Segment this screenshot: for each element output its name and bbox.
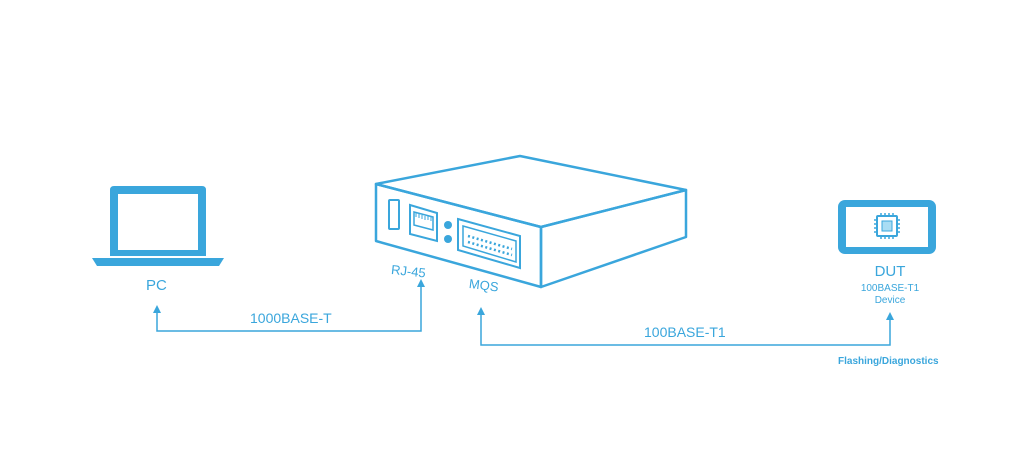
link-pc-rj45 <box>156 286 422 332</box>
link-mqs-dut <box>480 314 891 346</box>
dut-title: DUT <box>874 263 906 280</box>
rj45-port-icon <box>409 203 438 243</box>
gateway-box-icon <box>374 154 688 289</box>
pc-label: PC <box>146 277 167 294</box>
laptop-icon <box>92 186 224 266</box>
link-mqs-dut-label: 100BASE-T1 <box>644 324 726 340</box>
arrow-up-icon <box>153 279 425 313</box>
dut-subtitle-line1: 100BASE-T1 <box>860 283 920 294</box>
led-indicators <box>444 221 452 243</box>
mqs-connector-icon <box>457 217 521 270</box>
chip-icon <box>874 213 900 239</box>
flashing-diagnostics-note: Flashing/Diagnostics <box>838 356 939 367</box>
dut-subtitle-line2: Device <box>874 295 906 306</box>
link-pc-rj45-label: 1000BASE-T <box>250 310 332 326</box>
arrow-up-icon <box>477 307 894 320</box>
